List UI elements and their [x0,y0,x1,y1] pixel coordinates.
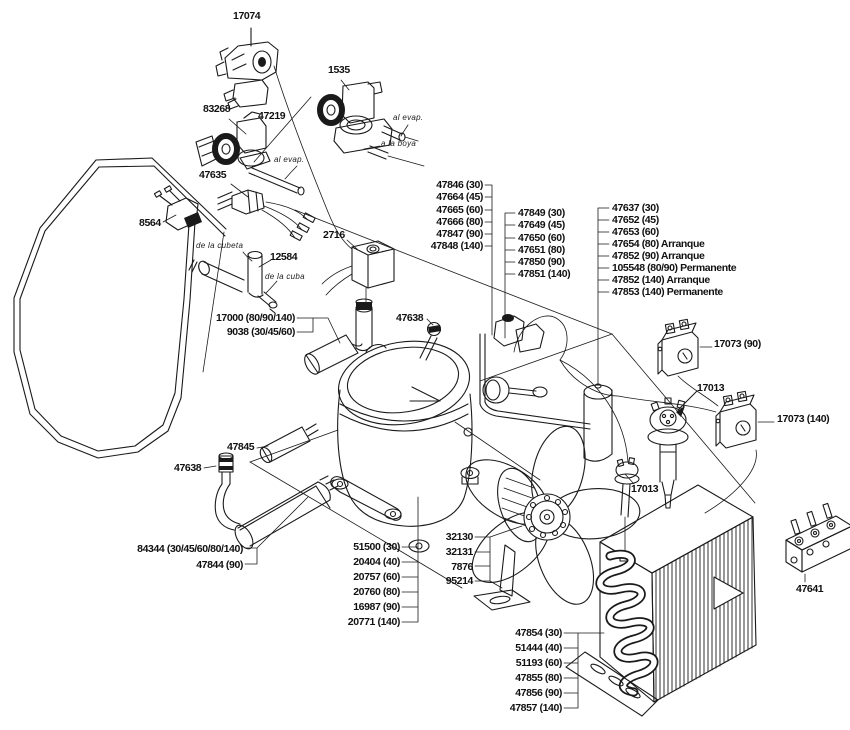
callout-47638-top: 47638 [396,312,424,324]
callout-47641: 47641 [796,583,824,595]
parts-list-c: 47637 (30) 47652 (45) 47653 (60) 47654 (… [612,202,787,298]
part-label: 20757 (60) [353,571,400,583]
part-label: 47848 (140) [430,240,484,253]
part-label: 47856 (90) [515,687,562,699]
callout-47635: 47635 [199,169,227,181]
part-label: 51500 (30) [353,541,400,553]
start-relay [493,314,717,463]
callout-17073-90: 17073 (90) [714,338,761,350]
part-label: 47650 (60) [518,231,565,244]
relay-17073-90 [657,318,713,377]
parts-pair-84344-47844: 84344 (30/45/60/80/140) 47844 (90) [100,541,243,573]
part-label: 32131 [445,545,474,558]
part-label: 7876 [451,560,473,573]
part-label: 20771 (140) [347,616,401,628]
part-label: 47666 (80) [436,215,483,228]
part-label: 47665 (60) [436,203,483,216]
part-label: 47852 (140) Arranque [612,274,710,286]
valve-17074 [215,27,353,250]
part-label: 47855 (80) [515,672,562,684]
probe-17013-small [614,457,640,562]
callout-12584: 12584 [270,251,298,263]
part-label: 47849 (30) [518,207,565,219]
part-label: 47851 (140) [518,268,571,281]
part-label: 47852 (90) Arranque [612,250,705,262]
callout-47844: 47844 (90) [196,559,243,571]
hose-loop [13,157,227,459]
condenser [565,484,757,717]
callout-2716: 2716 [323,229,345,241]
part-label: 47854 (30) [515,627,562,639]
part-label: 47649 (45) [518,219,565,232]
part-label: 47654 (80) Arranque [612,238,705,250]
callout-9038: 9038 (30/45/60) [226,326,296,338]
valve-47638-top [419,318,442,361]
part-label: 47857 (140) [509,702,563,714]
fan-assembly [465,425,641,611]
callout-17000: 17000 (80/90/140) [215,312,295,324]
callout-17013-b: 17013 [631,483,659,495]
annotation-a-la-boya: a la boya [381,139,417,148]
capacitor [583,383,613,462]
assembly-12584 [188,250,278,314]
callout-8564: 8564 [139,217,161,229]
annotation-de-la-cubeta: de la cubeta [196,241,244,250]
callout-17073-140: 17073 (140) [777,413,830,425]
callout-84344: 84344 (30/45/60/80/140) [137,543,243,555]
parts-list-b: 47849 (30) 47649 (45) 47650 (60) 47651 (… [518,207,613,281]
parts-list-f: 47854 (30) 51444 (40) 51193 (60) 47855 (… [462,626,563,716]
part-label: 47846 (30) [436,179,483,191]
part-label: 47637 (30) [612,202,659,214]
part-label: 47853 (140) Permanente [612,286,723,298]
callout-17013-a: 17013 [697,382,725,394]
part-label: 47664 (45) [436,191,483,204]
leader-lines [244,184,610,709]
relay-17073-140 [677,375,775,514]
part-label: 16987 (90) [353,601,400,613]
part-label: 20760 (80) [353,586,400,598]
part-label: 105548 (80/90) Permanente [612,262,737,274]
part-label: 47651 (80) [518,243,565,256]
part-label: 47652 (45) [612,214,659,226]
part-label: 20404 (40) [353,556,400,568]
callout-83268: 83268 [203,103,231,115]
base-plate [249,333,756,589]
part-label: 51444 (40) [515,642,562,654]
annotation-de-la-cuba: de la cuba [265,272,305,281]
part-label: 95214 [445,575,474,588]
callout-1535: 1535 [328,64,350,76]
drier-84344-valve-47638 [203,452,339,550]
callout-47219: 47219 [258,110,286,122]
valve-1535 [253,79,425,167]
terminal-block-47641 [785,502,850,583]
drier-47845 [256,423,319,464]
callout-47845: 47845 [227,441,255,453]
valve-83268 [195,111,305,196]
parts-list-a: 47846 (30) 47664 (45) 47665 (60) 47666 (… [390,179,484,253]
compressor [330,340,480,553]
pressure-control [479,333,591,430]
parts-list-e: 32130 32131 7876 95214 [400,530,474,589]
parts-list-d: 51500 (30) 20404 (40) 20757 (60) 20760 (… [310,540,401,630]
part-label: 32130 [445,531,474,543]
coil-2716 [321,239,395,307]
condenser-fins [655,517,753,702]
annotation-al-evap-1: al evap. [393,113,424,122]
part-label: 47653 (60) [612,226,659,238]
assembly-17000-9038 [304,298,373,375]
callout-17074: 17074 [233,10,261,22]
annotation-al-evap-2: al evap. [274,155,305,164]
fitting-47635 [217,183,613,335]
plug-8564 [153,185,202,231]
callout-47638-bottom: 47638 [174,462,202,474]
part-label: 47847 (90) [436,228,483,241]
parts-pair-17000-9038: 17000 (80/90/140) 9038 (30/45/60) [170,311,295,339]
part-label: 51193 (60) [515,657,563,669]
part-label: 47850 (90) [518,256,565,269]
